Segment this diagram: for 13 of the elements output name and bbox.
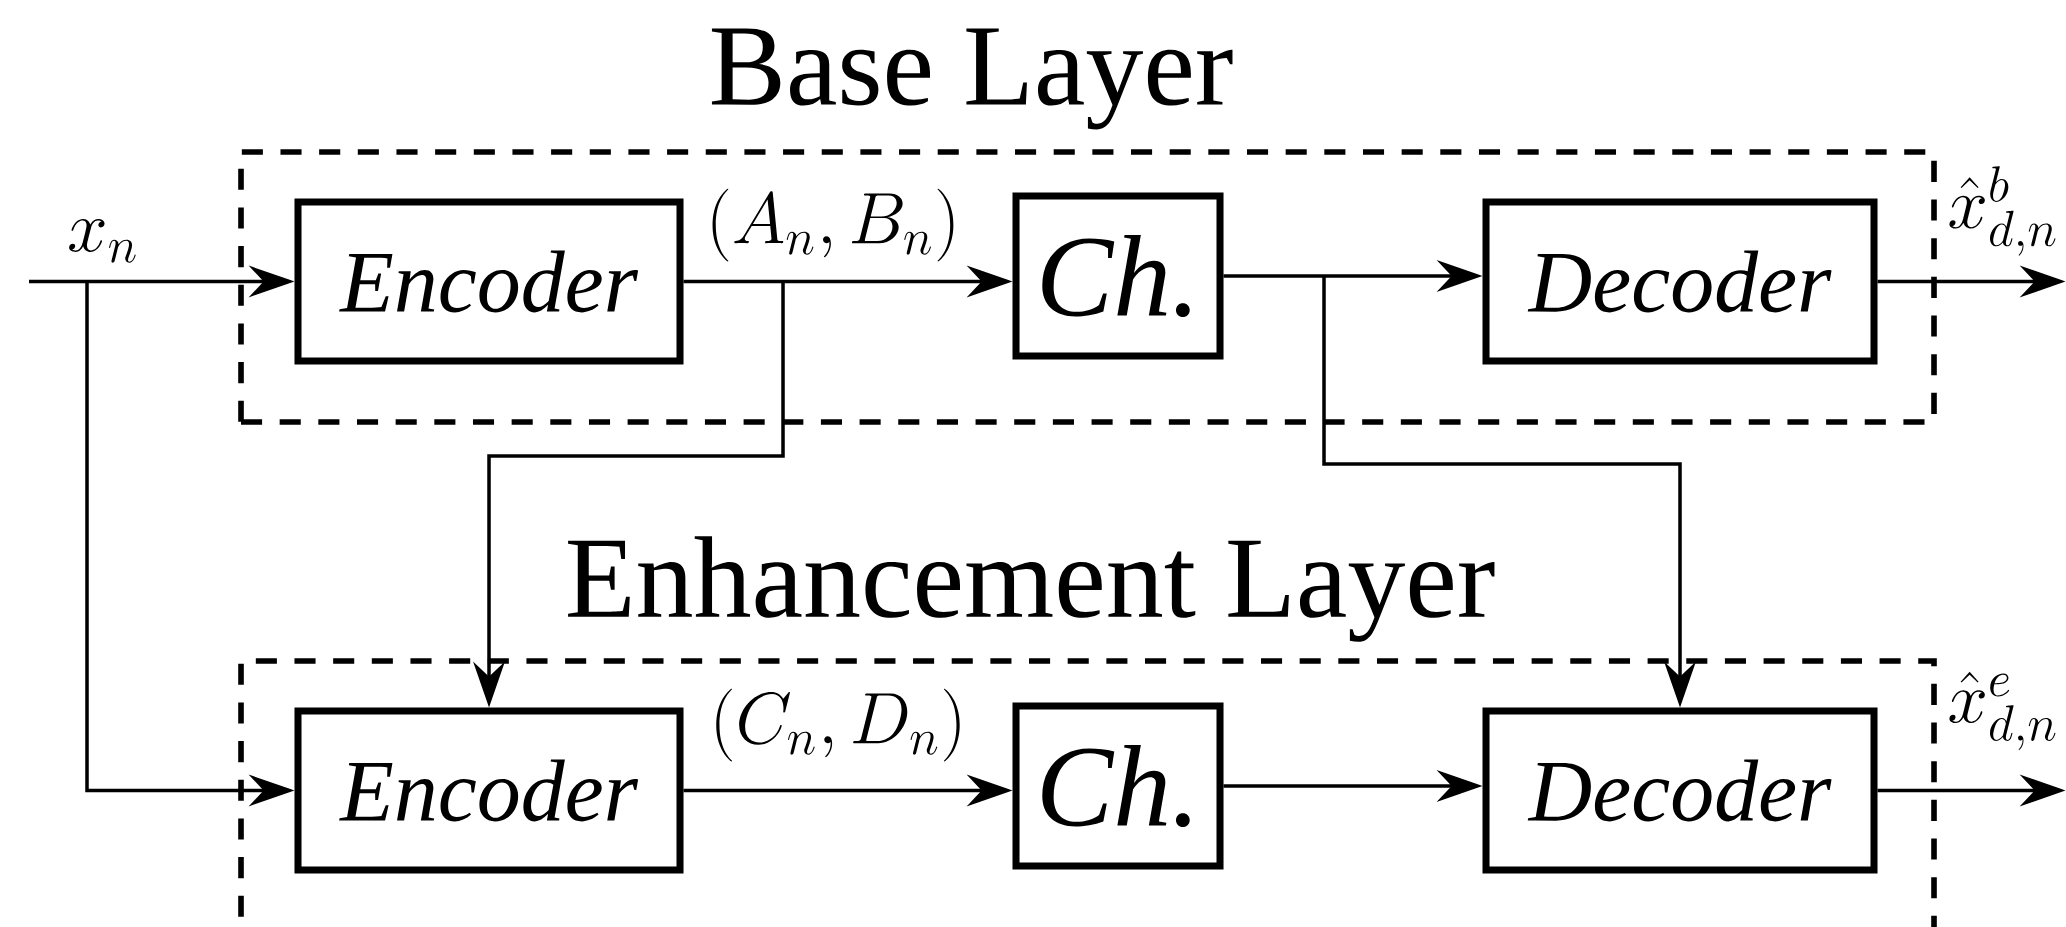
- layer-title: Base Layer: [711, 28, 1233, 130]
- edge-label: $(A_n, B_n)$: [702, 185, 964, 265]
- edge-label: $\hat{x}^{e}_{d,n}$: [1943, 668, 2063, 754]
- layer-title: Enhancement Layer: [568, 536, 1495, 642]
- process-box: Decoder: [1482, 707, 1878, 874]
- process-box: Encoder: [294, 707, 684, 874]
- edge-label: $(C_n, D_n)$: [706, 685, 970, 765]
- edge-label: $\hat{x}^{b}_{d,n}$: [1943, 162, 2063, 260]
- process-box: Ch.: [1012, 192, 1224, 360]
- process-box: Ch.: [1012, 702, 1224, 870]
- process-box: Encoder: [294, 198, 684, 365]
- edge-label: $x_n$: [63, 216, 143, 266]
- process-box: Decoder: [1482, 198, 1878, 365]
